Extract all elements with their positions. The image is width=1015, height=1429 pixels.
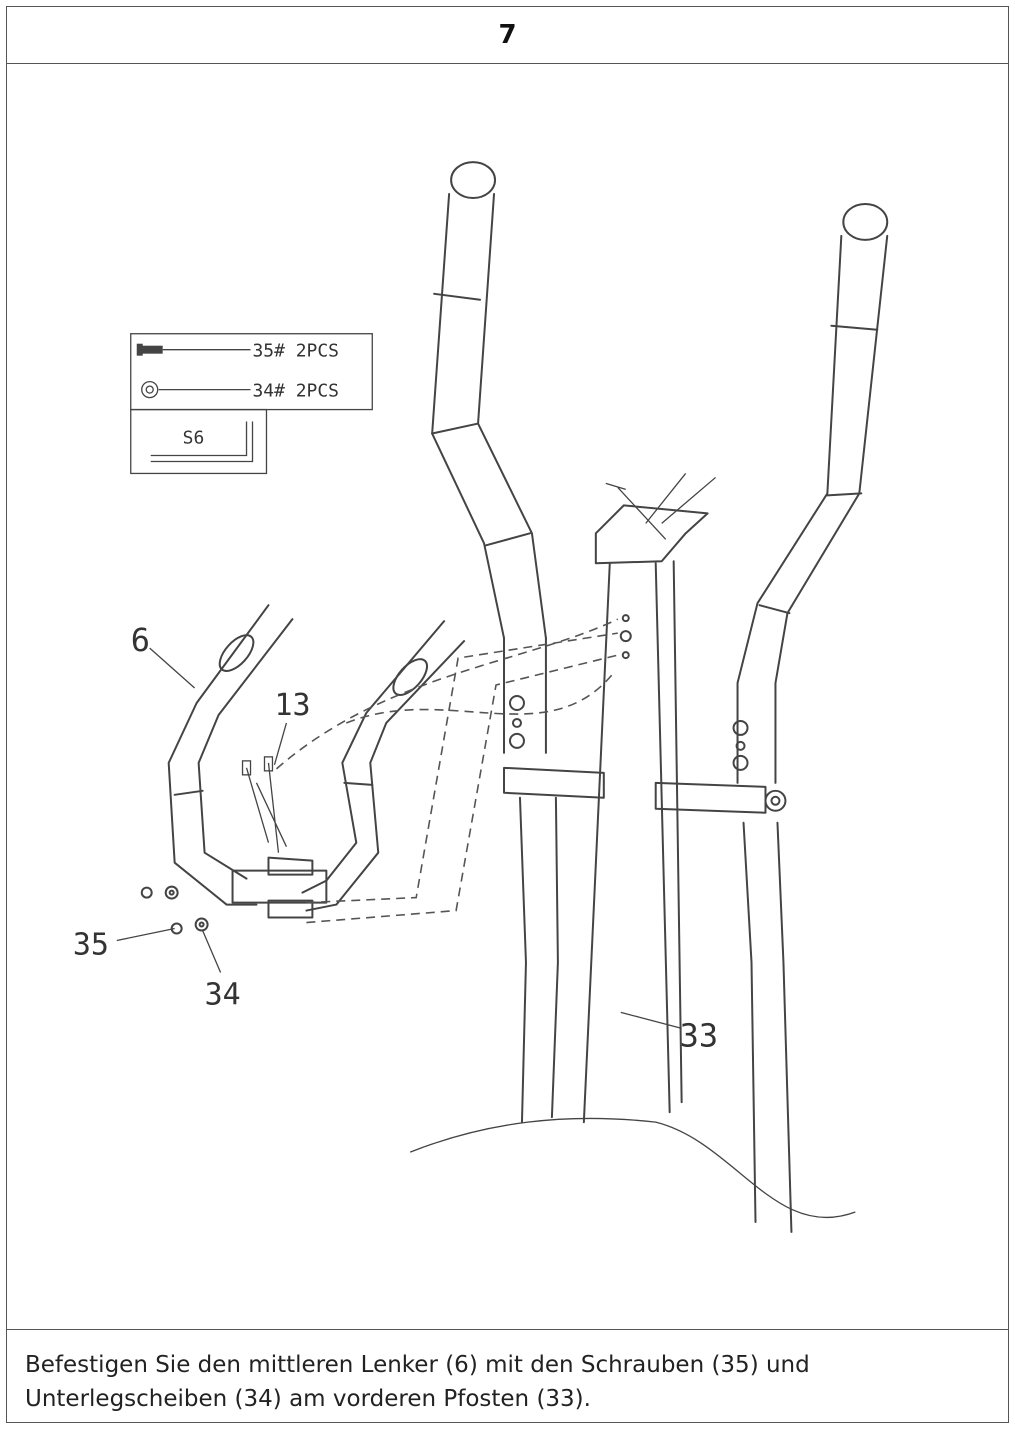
parts-item-bolt-label: 35# 2PCS <box>253 341 339 362</box>
callout-handlebar: 6 <box>131 621 150 659</box>
parts-box: 35# 2PCS 34# 2PCS S6 <box>130 333 373 475</box>
cables <box>241 756 288 853</box>
tool-label: S6 <box>183 428 205 449</box>
assembly-guides <box>275 618 619 924</box>
assembly-illustration: 35# 2PCS 34# 2PCS S6 <box>73 161 889 1233</box>
instruction-text: Befestigen Sie den mittleren Lenker (6) … <box>7 1329 1008 1422</box>
left-upper-arm <box>431 161 547 754</box>
parts-item-washer-label: 34# 2PCS <box>253 381 339 402</box>
allen-key-icon <box>150 421 254 463</box>
callout-washer: 34 <box>205 977 241 1012</box>
lower-legs <box>503 766 793 1233</box>
instruction-line-1: Befestigen Sie den mittleren Lenker (6) … <box>25 1352 810 1378</box>
step-header: 7 <box>7 7 1008 64</box>
instruction-line-2: Unterlegscheiben (34) am vorderen Pfoste… <box>25 1386 591 1412</box>
right-upper-arm <box>732 202 889 784</box>
callout-cable: 13 <box>274 688 310 723</box>
callouts: 6 13 35 34 33 <box>73 621 718 1054</box>
bolt-icon <box>136 343 251 356</box>
assembly-drawing: 35# 2PCS 34# 2PCS S6 <box>7 63 1008 1329</box>
step-number: 7 <box>498 20 517 50</box>
callout-post: 33 <box>680 1016 718 1054</box>
washer-icon <box>141 380 251 399</box>
fasteners <box>140 885 209 935</box>
callout-bolt: 35 <box>73 927 109 962</box>
front-post <box>582 473 717 1124</box>
instruction-sheet: 7 35# 2PCS 34# 2PCS S6 <box>6 6 1009 1423</box>
middle-handlebar <box>167 604 466 919</box>
